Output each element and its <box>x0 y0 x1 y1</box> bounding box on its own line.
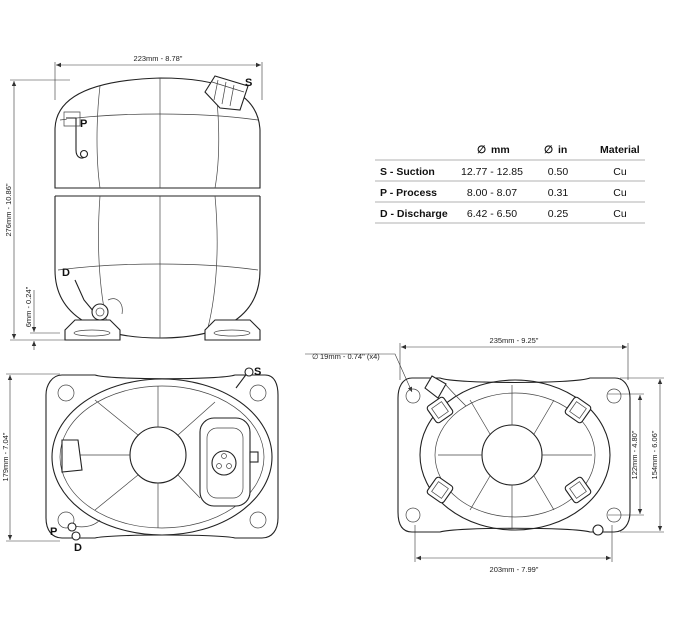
mount-foot <box>564 396 592 424</box>
row-mm: 12.77 - 12.85 <box>461 166 523 178</box>
table-row: D - Discharge 6.42 - 6.50 0.25 Cu <box>380 208 627 220</box>
base-height-inner-dimension: 122mm - 4.80" <box>630 430 639 479</box>
base-width-dimension: 235mm - 9.25" <box>490 336 539 345</box>
side-width-dimension: 223mm - 8.78" <box>134 54 183 63</box>
table-row: P - Process 8.00 - 8.07 0.31 Cu <box>380 187 627 199</box>
row-material: Cu <box>613 187 627 199</box>
bottom-center-dome <box>481 424 543 486</box>
top-left-bracket <box>61 439 83 473</box>
mount-foot <box>426 396 454 424</box>
diam-symbol-mm: ∅ <box>477 144 486 156</box>
row-mm: 8.00 - 8.07 <box>467 187 517 199</box>
table-header-in: in <box>558 144 567 156</box>
base-width-inner-dimension: 203mm - 7.99" <box>490 565 539 574</box>
table-header-mm: mm <box>491 144 510 156</box>
top-base-plate <box>45 374 279 539</box>
label-d-top: D <box>74 542 82 554</box>
row-label: D - Discharge <box>380 208 448 220</box>
hole-dimension-symbol: ∅ <box>312 352 319 361</box>
bottom-base-plate <box>397 377 631 533</box>
side-foot-dimension: 6mm - 0.24" <box>24 286 33 327</box>
table-header-material: Material <box>600 144 640 156</box>
label-d-side: D <box>62 267 70 279</box>
table-row: S - Suction 12.77 - 12.85 0.50 Cu <box>380 166 627 178</box>
bottom-tube-stub <box>424 375 447 399</box>
row-material: Cu <box>613 208 627 220</box>
bottom-view: 235mm - 9.25" 203mm - 7.99" 122mm - 4.80… <box>305 336 664 574</box>
diam-symbol-in: ∅ <box>544 144 553 156</box>
mount-foot <box>426 476 454 504</box>
bottom-shell-outer <box>419 379 611 531</box>
label-p-side: P <box>80 118 87 130</box>
row-in: 0.25 <box>548 208 569 220</box>
top-center-dome <box>129 426 187 484</box>
top-shell-outer <box>51 378 273 536</box>
row-in: 0.31 <box>548 187 569 199</box>
row-label: P - Process <box>380 187 437 199</box>
mount-foot <box>564 476 592 504</box>
row-material: Cu <box>613 166 627 178</box>
discharge-tube <box>74 279 95 313</box>
row-mm: 6.42 - 6.50 <box>467 208 517 220</box>
terminal-box <box>204 75 249 111</box>
side-height-dimension: 276mm - 10.86" <box>4 183 13 236</box>
row-in: 0.50 <box>548 166 569 178</box>
top-view: 179mm - 7.04" S <box>1 366 279 554</box>
row-label: S - Suction <box>380 166 435 178</box>
side-view: 223mm - 8.78" 276mm - 10.86" 6mm - 0.24" <box>4 54 263 350</box>
base-height-dimension: 154mm - 6.06" <box>650 430 659 479</box>
top-height-dimension: 179mm - 7.04" <box>1 432 10 481</box>
label-p-top: P <box>50 526 57 538</box>
label-s-top: S <box>254 366 261 378</box>
label-s-side: S <box>245 77 252 89</box>
connections-table: ∅ mm ∅ in Material S - Suction 12.77 - 1… <box>375 144 645 224</box>
hole-dimension: 19mm - 0.74" (x4) <box>320 352 380 361</box>
